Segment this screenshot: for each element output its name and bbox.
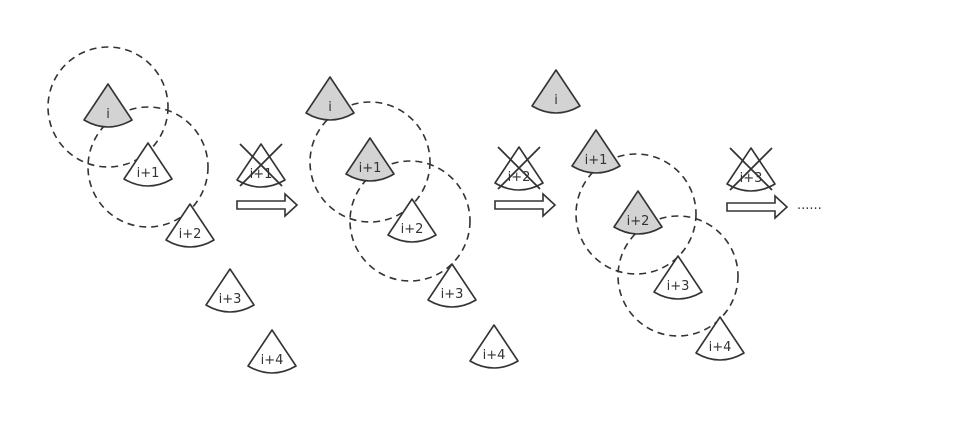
sector-label: i+4 bbox=[261, 353, 284, 368]
sector-label: i+3 bbox=[441, 287, 464, 302]
sector-3-2: i+1 bbox=[571, 129, 621, 174]
sector-2-2: i+1 bbox=[345, 137, 395, 182]
sector-shape bbox=[387, 198, 437, 243]
sector-shape bbox=[469, 324, 519, 369]
cross-mark-line bbox=[239, 143, 283, 187]
sector-shape bbox=[123, 142, 173, 187]
sector-3-1: i bbox=[531, 69, 581, 114]
sector-shape bbox=[613, 190, 663, 235]
sector-label: i+3 bbox=[219, 292, 242, 307]
sector-shape bbox=[247, 329, 297, 374]
sector-1-1: i bbox=[83, 83, 133, 128]
removed-sector-1: i+1 bbox=[236, 143, 286, 188]
transition-arrow-2 bbox=[494, 192, 557, 218]
sector-label: i+3 bbox=[667, 279, 690, 294]
cross-mark-line bbox=[497, 146, 541, 190]
sector-3-3: i+2 bbox=[613, 190, 663, 235]
sector-shape bbox=[695, 316, 745, 361]
sector-label: i+1 bbox=[585, 153, 608, 168]
sector-shape bbox=[165, 203, 215, 248]
range-circle-3-1 bbox=[575, 153, 697, 275]
range-circle-1-1 bbox=[47, 46, 169, 168]
sector-shape bbox=[305, 76, 355, 121]
sector-label: i+2 bbox=[401, 222, 424, 237]
transition-arrow-3 bbox=[726, 194, 789, 220]
sector-2-5: i+4 bbox=[469, 324, 519, 369]
sector-shape bbox=[345, 137, 395, 182]
sector-1-3: i+2 bbox=[165, 203, 215, 248]
range-circle-1-2 bbox=[87, 106, 209, 228]
sector-2-1: i bbox=[305, 76, 355, 121]
sector-label: i+1 bbox=[359, 161, 382, 176]
sector-shape bbox=[571, 129, 621, 174]
sector-shape bbox=[83, 83, 133, 128]
sector-label: i+1 bbox=[137, 166, 160, 181]
removed-sector-2: i+2 bbox=[494, 146, 544, 191]
sector-label: i bbox=[106, 107, 110, 122]
sector-3-5: i+4 bbox=[695, 316, 745, 361]
range-circle-2-1 bbox=[309, 101, 431, 223]
continuation-ellipsis: ...... bbox=[797, 198, 822, 213]
sector-label: i+2 bbox=[627, 214, 650, 229]
sector-1-5: i+4 bbox=[247, 329, 297, 374]
sector-1-4: i+3 bbox=[205, 268, 255, 313]
removed-sector-label: i+3 bbox=[740, 171, 763, 186]
sector-1-2: i+1 bbox=[123, 142, 173, 187]
sector-label: i+4 bbox=[483, 348, 506, 363]
sector-3-4: i+3 bbox=[653, 255, 703, 300]
range-circle-3-2 bbox=[617, 215, 739, 337]
sector-shape bbox=[427, 263, 477, 308]
sector-label: i bbox=[554, 93, 558, 108]
transition-arrow-1 bbox=[236, 192, 299, 218]
sector-label: i bbox=[328, 100, 332, 115]
sector-shape bbox=[653, 255, 703, 300]
sector-label: i+2 bbox=[179, 227, 202, 242]
cross-mark-line bbox=[729, 147, 773, 191]
sector-2-3: i+2 bbox=[387, 198, 437, 243]
sector-label: i+4 bbox=[709, 340, 732, 355]
sector-shape bbox=[531, 69, 581, 114]
sector-shape bbox=[205, 268, 255, 313]
range-circle-2-2 bbox=[349, 160, 471, 282]
sector-2-4: i+3 bbox=[427, 263, 477, 308]
removed-sector-label: i+1 bbox=[250, 167, 273, 182]
removed-sector-label: i+2 bbox=[508, 170, 531, 185]
removed-sector-3: i+3 bbox=[726, 147, 776, 192]
